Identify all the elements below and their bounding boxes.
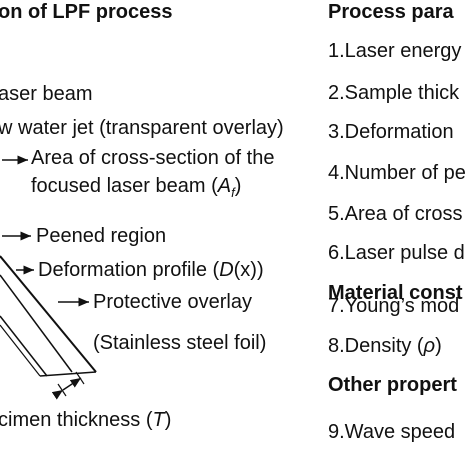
stainless-steel-foil-label: (Stainless steel foil)	[93, 332, 267, 354]
deformation-profile-text: Deformation profile (	[38, 259, 220, 281]
laser-beam-label: aser beam	[0, 83, 93, 105]
specimen-thickness-text: cimen thickness (	[0, 409, 153, 431]
process-param-item-1: 1.Laser energy	[328, 40, 462, 62]
process-param-item-6: 6.Laser pulse d	[328, 242, 465, 264]
area-close-paren: )	[234, 175, 242, 197]
peened-region-label: Peened region	[36, 225, 167, 247]
material-item-7: 7.Young’s mod	[328, 295, 460, 317]
water-jet-label: w water jet (transparent overlay)	[0, 117, 284, 139]
density-close: )	[435, 335, 442, 357]
lpf-process-title: on of LPF process	[0, 1, 173, 23]
specimen-bottom-edge	[39, 371, 97, 377]
process-param-item-4: 4.Number of pe	[328, 162, 466, 184]
material-item-8: 8.Density (ρ)	[328, 336, 442, 356]
process-param-item-5: 5.Area of cross	[328, 203, 463, 225]
density-symbol: ρ	[423, 335, 436, 357]
thickness-symbol: T	[152, 409, 165, 431]
deformation-symbol: D	[219, 259, 234, 281]
process-param-item-3: 3.Deformation	[328, 121, 454, 143]
density-text: 8.Density (	[328, 335, 424, 357]
specimen-edge-top	[0, 255, 97, 373]
area-cross-section-label-line1: Area of cross-section of the	[31, 147, 275, 169]
specimen-edge-inner	[0, 274, 73, 373]
protective-overlay-label: Protective overlay	[93, 291, 252, 313]
thickness-tick-2	[75, 371, 85, 385]
specimen-layer-line-1	[0, 315, 48, 377]
process-param-item-2: 2.Sample thick	[328, 82, 460, 104]
thickness-close: )	[164, 409, 172, 431]
specimen-layer-line-2	[0, 324, 41, 377]
other-item-9: 9.Wave speed	[328, 421, 456, 443]
deformation-close: (x))	[233, 259, 264, 281]
material-constants-heading: Material const	[328, 282, 463, 304]
area-subscript: f	[231, 185, 235, 200]
thickness-dimension-arrow	[51, 377, 82, 400]
thickness-tick-1	[57, 383, 67, 397]
other-properties-heading: Other propert	[328, 374, 457, 396]
area-symbol: A	[217, 175, 232, 197]
deformation-profile-label: Deformation profile (D(x))	[38, 260, 264, 280]
specimen-thickness-label: cimen thickness (T)	[0, 410, 171, 430]
process-parameters-heading: Process para	[328, 1, 454, 23]
area-cross-section-text: focused laser beam (	[31, 175, 218, 197]
area-cross-section-label-line2: focused laser beam (Af)	[31, 176, 241, 199]
